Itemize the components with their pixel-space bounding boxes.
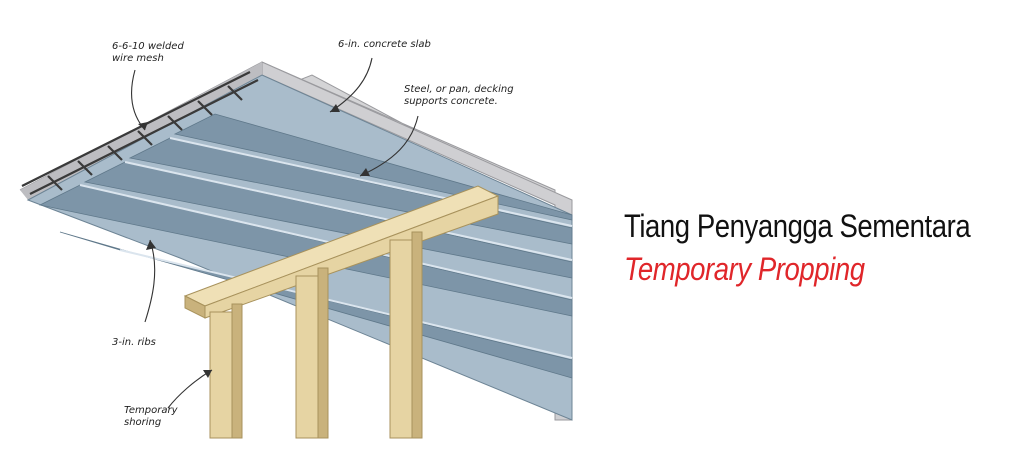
shoring-post (209, 311, 233, 439)
label-shoring-line1: Temporary (124, 405, 179, 416)
rib-highlights (79, 137, 573, 359)
label-decking-line1: Steel, or pan, decking (404, 84, 514, 95)
shoring-post-shade (231, 303, 243, 439)
label-mesh-line2: wire mesh (112, 53, 164, 64)
leader-arrows (138, 104, 370, 378)
label-shoring-line2: shoring (124, 417, 161, 428)
composite-slab-illustration: 6-6-10 welded wire mesh 6-in. concrete s… (19, 39, 573, 439)
temporary-shoring (183, 185, 500, 439)
label-mesh-line1: 6-6-10 welded (112, 41, 184, 52)
label-slab: 6-in. concrete slab (338, 39, 431, 50)
title-main: Tiang Penyangga Sementara (624, 208, 971, 244)
label-decking-line2: supports concrete. (404, 96, 498, 107)
shoring-post-shade (411, 231, 423, 439)
title-sub: Temporary Propping (624, 251, 865, 287)
wire-mesh (21, 71, 259, 195)
shoring-beam-side (204, 195, 499, 319)
shoring-post (389, 239, 413, 439)
shoring-post (295, 275, 319, 439)
shoring-post-shade (317, 267, 329, 439)
title-block: Tiang Penyangga Sementara Temporary Prop… (624, 206, 1014, 292)
label-ribs: 3-in. ribs (112, 337, 156, 348)
